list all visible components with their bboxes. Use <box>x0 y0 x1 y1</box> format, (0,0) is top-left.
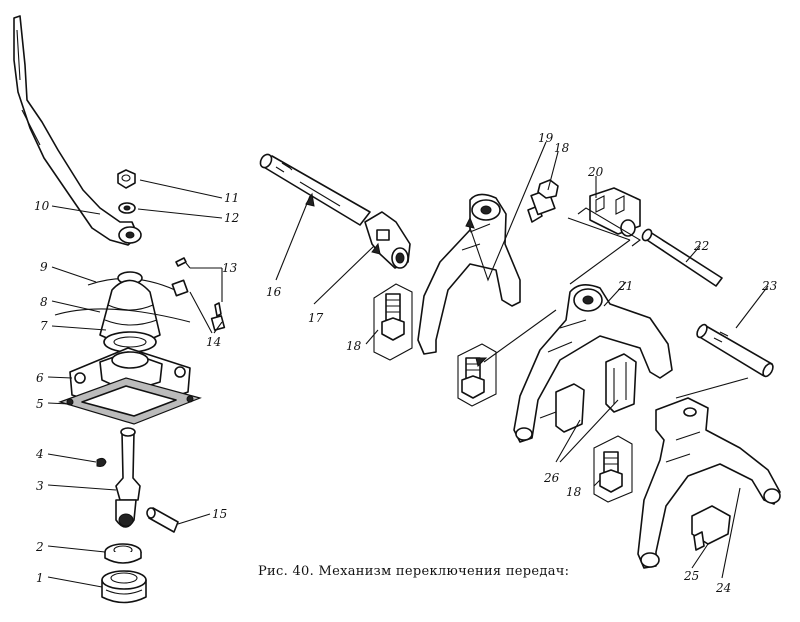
label-6: 6 <box>36 371 44 385</box>
label-18b: 18 <box>554 141 570 155</box>
slider-26a <box>539 383 585 433</box>
slider-26b <box>605 353 637 413</box>
shift-fork-24 <box>637 397 781 569</box>
part-labels: 1 2 3 4 5 6 7 8 9 10 11 12 13 14 15 16 1… <box>34 131 778 595</box>
label-18c: 18 <box>566 485 582 499</box>
lever-shaft-3 <box>115 427 141 528</box>
label-8: 8 <box>40 295 48 309</box>
shift-rod-16 <box>259 153 371 226</box>
boot-seal-8 <box>54 279 191 344</box>
label-5: 5 <box>36 397 44 411</box>
washer <box>118 202 136 214</box>
label-15: 15 <box>212 507 227 521</box>
label-2: 2 <box>35 540 44 554</box>
label-3: 3 <box>36 479 44 493</box>
gear-lever <box>13 15 142 246</box>
label-12: 12 <box>224 211 239 225</box>
stop-bolt-18c <box>457 343 497 407</box>
leader-lines <box>47 141 769 588</box>
label-24: 24 <box>715 581 731 595</box>
nut <box>117 169 136 189</box>
label-10: 10 <box>34 199 50 213</box>
shift-fork-19 <box>417 193 521 355</box>
stop-bolt-18d <box>593 435 633 503</box>
label-26: 26 <box>543 471 560 485</box>
label-22: 22 <box>693 239 709 253</box>
gasket-5 <box>58 377 202 425</box>
shift-rod-23 <box>696 323 774 378</box>
bushing-2 <box>104 543 142 564</box>
interlock-pin-22 <box>641 228 723 287</box>
stop-bolt-18b <box>527 179 559 223</box>
label-21: 21 <box>617 279 633 293</box>
label-11: 11 <box>224 191 239 205</box>
label-17: 17 <box>308 311 324 325</box>
slider-25 <box>691 505 731 551</box>
label-23: 23 <box>761 279 778 293</box>
label-7: 7 <box>40 319 48 333</box>
label-13: 13 <box>222 261 238 275</box>
pin-15 <box>146 507 179 533</box>
shift-fork-21 <box>513 284 673 443</box>
label-16: 16 <box>266 285 282 299</box>
shift-lever-17 <box>364 211 411 269</box>
stop-bolt-18a <box>373 283 413 361</box>
key-4 <box>96 457 107 467</box>
pin-13 <box>175 257 222 317</box>
label-19: 19 <box>538 131 554 145</box>
label-25: 25 <box>683 569 699 583</box>
label-1: 1 <box>36 571 44 585</box>
clip-14 <box>171 279 226 331</box>
interlock-block-20 <box>577 187 641 247</box>
label-20: 20 <box>587 165 604 179</box>
spring-seat-1 <box>101 570 147 604</box>
label-9: 9 <box>40 260 48 274</box>
figure-caption: Рис. 40. Механизм переключения передач: <box>258 564 570 579</box>
arrowheads <box>305 192 488 367</box>
label-4: 4 <box>35 447 44 461</box>
label-18a: 18 <box>346 339 362 353</box>
label-14: 14 <box>206 335 221 349</box>
